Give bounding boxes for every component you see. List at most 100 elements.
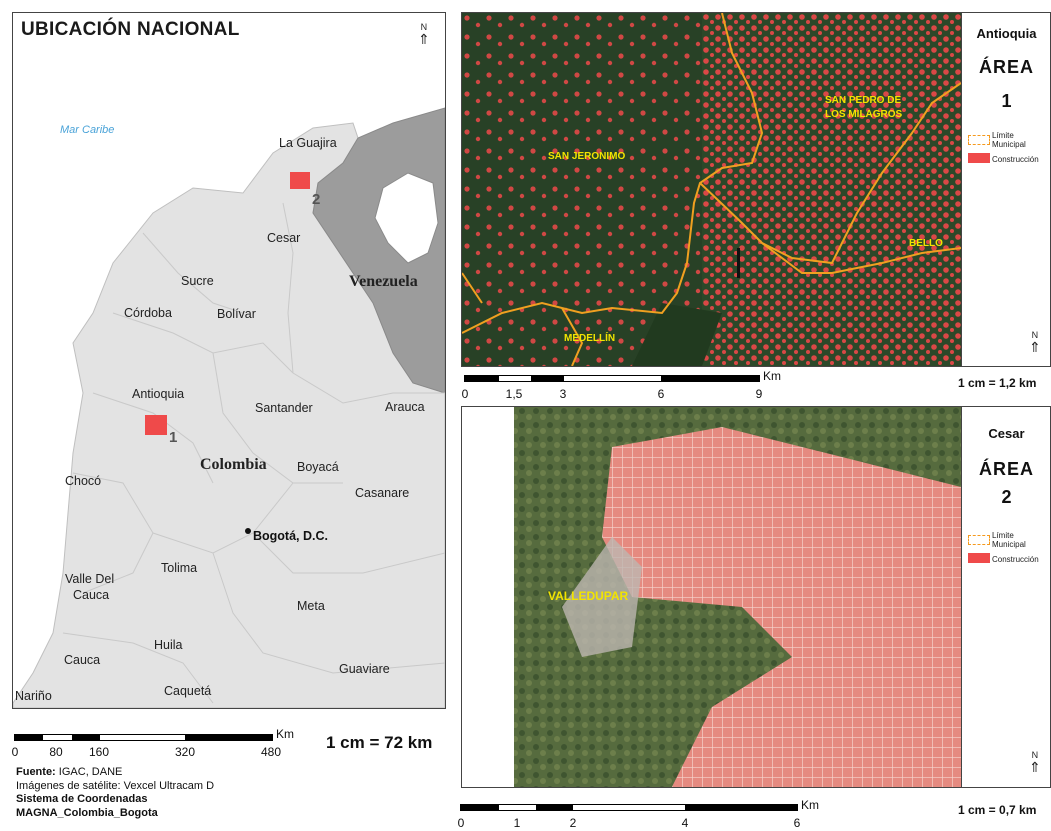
scale-seg: [531, 376, 564, 381]
dept-label-santander: Santander: [255, 401, 313, 415]
national-map-shapes: [13, 13, 445, 708]
dept-label-casanare: Casanare: [355, 486, 410, 500]
sea-label: Mar Caribe: [60, 124, 115, 136]
place-label-valledupar: VALLEDUPAR: [548, 589, 629, 603]
national-scale-ratio: 1 cm = 72 km: [326, 733, 433, 752]
crs-title: Sistema de Coordenadas: [16, 793, 148, 805]
area-2-marker-label: 2: [312, 191, 321, 208]
dept-label-choco: Chocó: [65, 474, 102, 488]
north-arrow-glyph: ⇑: [1029, 759, 1041, 775]
area-2-number: 2: [1001, 487, 1012, 507]
north-arrow-glyph: ⇑: [418, 31, 430, 47]
national-map-title: UBICACIÓN NACIONAL: [21, 19, 240, 40]
scale-seg: [685, 805, 797, 810]
dept-label-antioquia: Antioquia: [132, 387, 185, 401]
scale-seg: [536, 805, 573, 810]
dept-label-la-guajira: La Guajira: [279, 136, 337, 150]
built-up-east: [702, 13, 961, 366]
forest-patch: [632, 303, 722, 366]
source-notes: Fuente: IGAC, DANE Imágenes de satélite:…: [16, 766, 214, 820]
area-1-scale-tick: 6: [657, 387, 665, 401]
scale-seg: [72, 735, 100, 740]
national-scale-tick: 0: [11, 745, 19, 759]
area-2-scale-tick: 4: [681, 816, 689, 830]
dept-label-guaviare: Guaviare: [339, 662, 390, 676]
area-2-map: VALLEDUPAR Cesar ÁREA 2 Límite Municipal…: [461, 406, 1051, 788]
dept-label-cesar: Cesar: [267, 231, 301, 245]
lake-maracaibo: [374, 172, 439, 264]
dept-label-meta: Meta: [297, 599, 325, 613]
scale-seg: [461, 805, 499, 810]
legend-municipal-1: Límite: [992, 131, 1014, 140]
area-2-scale-ratio: 1 cm = 0,7 km: [958, 803, 1037, 817]
municipal-boundary-swatch: [968, 135, 990, 145]
marker-mark: [737, 248, 740, 278]
country-label-colombia: Colombia: [200, 456, 267, 473]
capital-label: Bogotá, D.C.: [253, 529, 328, 543]
area-2-imagery: [462, 407, 961, 787]
imagery-line: Imágenes de satélite: Vexcel Ultracam D: [16, 779, 215, 792]
dept-label-valle-del: Valle Del: [65, 572, 115, 586]
north-label: N: [1031, 750, 1039, 760]
national-scale-unit: Km: [276, 727, 294, 741]
dept-label-narino: Nariño: [15, 689, 52, 703]
capital-dot: [245, 528, 251, 534]
area-2-scale-bar-bar: [460, 804, 798, 811]
north-arrow-icon: N ⇑: [1029, 750, 1041, 775]
area-2-scale-tick: 1: [513, 816, 521, 830]
source-line: Fuente: IGAC, DANE: [16, 766, 214, 780]
national-scale-tick: 80: [49, 745, 63, 759]
dept-label-tolima: Tolima: [161, 561, 198, 575]
area-1-scale-tick: 9: [755, 387, 763, 401]
department-borders: [62, 202, 445, 704]
source-label: Fuente:: [16, 766, 56, 778]
legend-municipal-2: Municipal: [992, 540, 1026, 549]
area-1-marker: [145, 415, 167, 435]
area-2-dept: Cesar: [988, 426, 1025, 441]
scale-seg: [15, 735, 43, 740]
legend-municipal-2: Municipal: [992, 140, 1026, 149]
country-label-venezuela: Venezuela: [349, 273, 418, 290]
area-1-scale-ratio: 1 cm = 1,2 km: [958, 376, 1037, 390]
national-scale-tick: 160: [88, 745, 110, 759]
legend-construction: Construcción: [992, 155, 1039, 164]
dept-label-sucre: Sucre: [181, 274, 214, 288]
dept-label-arauca: Arauca: [385, 400, 425, 414]
area-2-scale-tick: 0: [457, 816, 465, 830]
national-map: UBICACIÓN NACIONAL N ⇑ Mar Caribe La Gua…: [12, 12, 446, 709]
north-label: N: [420, 22, 428, 32]
national-scale-tick: 480: [260, 745, 282, 759]
area-1-scale-tick: 1,5: [505, 387, 523, 401]
construction-swatch: [968, 553, 990, 563]
area-1-dept: Antioquia: [976, 26, 1037, 41]
national-scale-tick: 320: [174, 745, 196, 759]
urban-edge: [562, 537, 642, 657]
scale-seg: [661, 376, 759, 381]
area-1-map: SAN PEDRO DE LOS MILAGROS SAN JERONIMO B…: [461, 12, 1051, 367]
area-1-label: ÁREA: [978, 57, 1034, 77]
urban-area: [602, 427, 961, 787]
north-arrow-icon: N ⇑: [418, 22, 430, 47]
dept-label-cordoba: Córdoba: [124, 306, 172, 320]
area-1-scale-bar-bar: [464, 375, 760, 382]
dept-label-huila: Huila: [154, 638, 183, 652]
north-arrow-icon: N ⇑: [1029, 330, 1041, 355]
north-arrow-glyph: ⇑: [1029, 339, 1041, 355]
municipal-boundary-swatch: [968, 535, 990, 545]
scale-seg: [185, 735, 272, 740]
area-1-marker-label: 1: [169, 429, 178, 446]
place-label-san-pedro-1: SAN PEDRO DE: [825, 95, 902, 106]
place-label-medellin: MEDELLÍN: [564, 333, 616, 344]
national-scale-bar-bar: [14, 734, 273, 741]
place-label-san-pedro-2: LOS MILAGROS: [825, 109, 903, 120]
north-label: N: [1031, 330, 1039, 340]
scale-seg: [465, 376, 499, 381]
dept-label-caqueta: Caquetá: [164, 684, 212, 698]
municipal-boundaries: [462, 13, 961, 366]
area-2-scale-tick: 6: [793, 816, 801, 830]
urban-south: [672, 707, 762, 787]
area-1-imagery: [462, 13, 961, 366]
area-1-scale-tick: 3: [559, 387, 567, 401]
area-1-scale-unit: Km: [763, 369, 781, 383]
dept-label-cauca: Cauca: [64, 653, 101, 667]
